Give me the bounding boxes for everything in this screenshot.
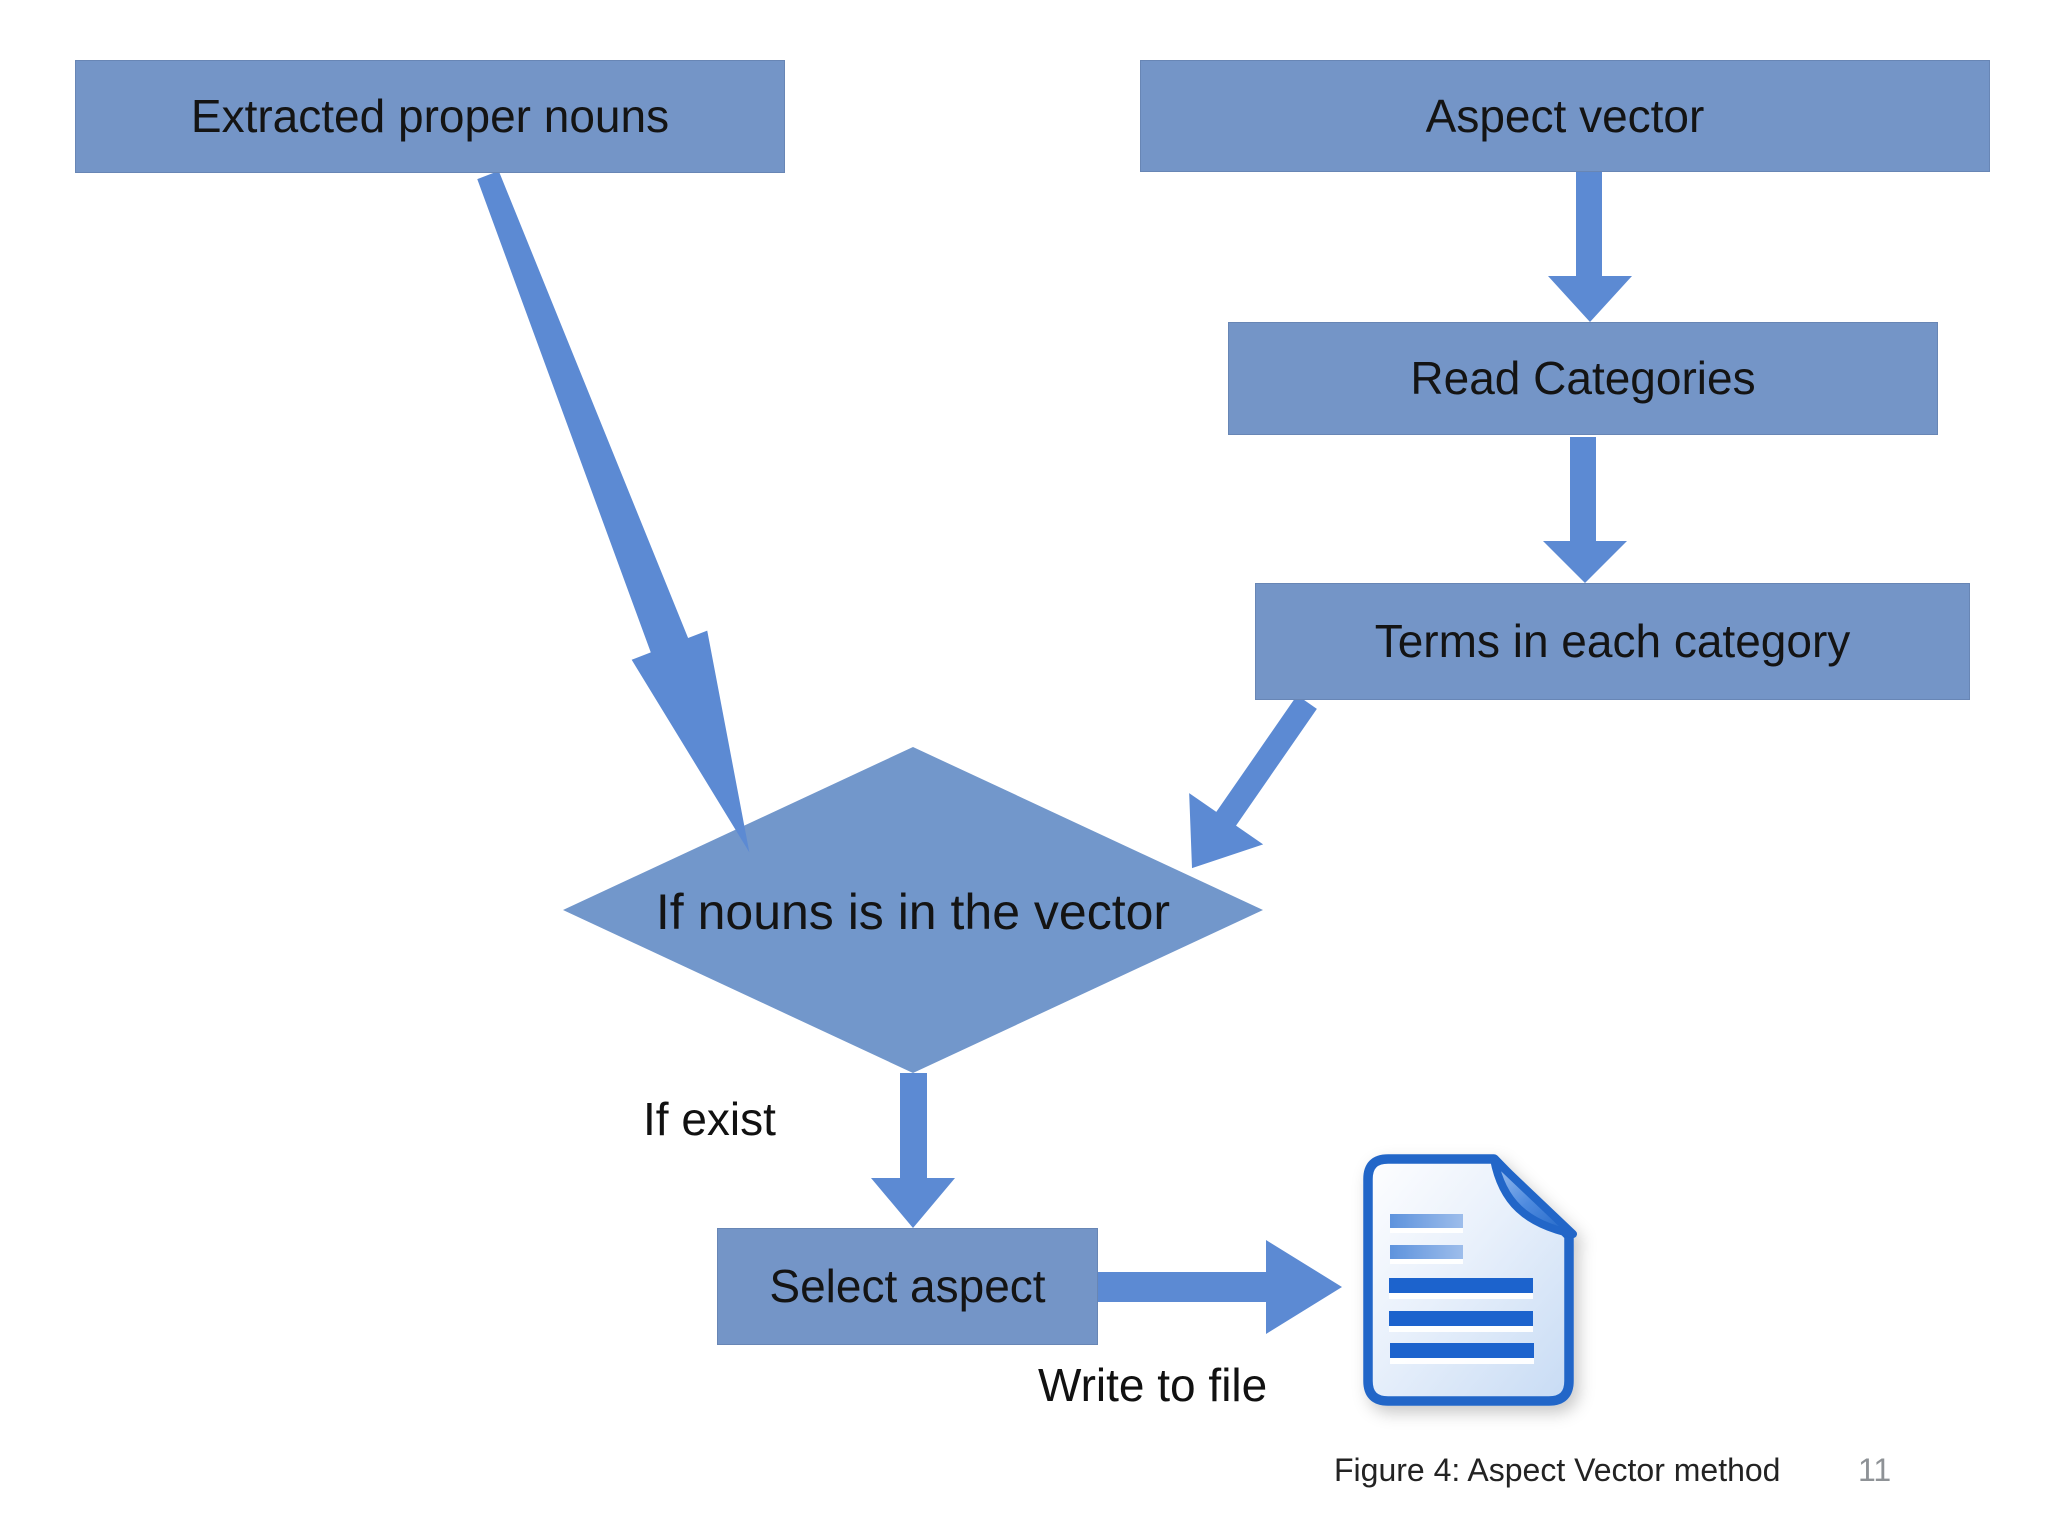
arrow-aspect-to-read (1548, 172, 1632, 322)
arrow-select-to-file (1098, 1240, 1342, 1334)
arrow-read-to-terms (1543, 437, 1627, 583)
node-select-aspect: Select aspect (717, 1228, 1098, 1345)
edge-label-if-exist: If exist (643, 1093, 776, 1145)
page-number: 11 (1858, 1452, 1892, 1488)
arrow-extracted-to-decision (477, 170, 750, 853)
node-extracted-proper-nouns: Extracted proper nouns (75, 60, 785, 173)
decision-label: If nouns is in the vector (655, 884, 1171, 940)
node-aspect-vector: Aspect vector (1140, 60, 1990, 172)
arrow-decision-to-select (871, 1073, 955, 1228)
figure-caption: Figure 4: Aspect Vector method (1334, 1452, 1780, 1489)
arrow-terms-to-decision (1189, 695, 1317, 869)
figure-caption-text: Figure 4: Aspect Vector method (1334, 1452, 1781, 1488)
edge-label-write-to-file: Write to file (1038, 1359, 1268, 1411)
node-terms-in-each-category: Terms in each category (1255, 583, 1970, 700)
node-read-categories: Read Categories (1228, 322, 1938, 435)
document-icon (1363, 1154, 1577, 1406)
